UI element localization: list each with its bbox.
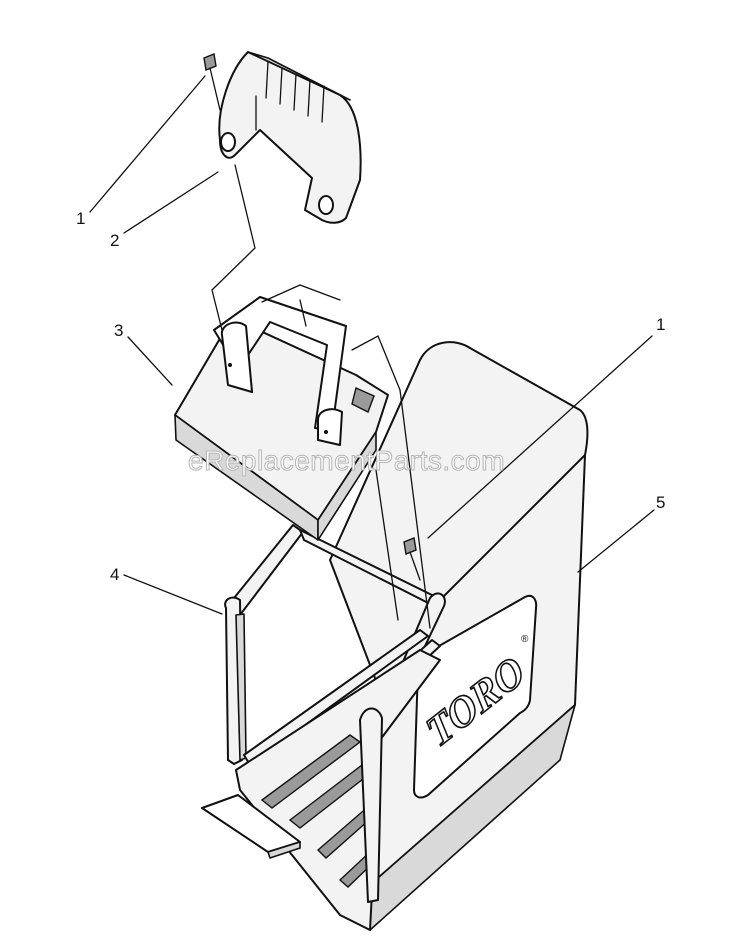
callout-1-upper: 1 — [76, 209, 85, 228]
part-3-cover-handle — [174, 284, 389, 541]
callout-3: 3 — [114, 321, 123, 340]
part-1-screw-upper — [203, 53, 221, 111]
leader-lines — [89, 75, 655, 615]
callout-5: 5 — [656, 493, 665, 512]
svg-text:®: ® — [521, 634, 529, 645]
callout-1-lower: 1 — [656, 315, 665, 334]
callout-2: 2 — [110, 231, 119, 250]
part-2-handle-grip — [218, 51, 362, 224]
watermark-text: eReplacementParts.com — [188, 445, 505, 476]
assembly-lines — [211, 164, 431, 629]
toro-logo-panel: TORO ® — [413, 594, 538, 799]
part-4-frame — [201, 524, 446, 931]
callout-4: 4 — [110, 565, 119, 584]
part-5-bag-body: TORO ® — [329, 341, 589, 931]
part-1-screw-lower — [403, 537, 421, 581]
